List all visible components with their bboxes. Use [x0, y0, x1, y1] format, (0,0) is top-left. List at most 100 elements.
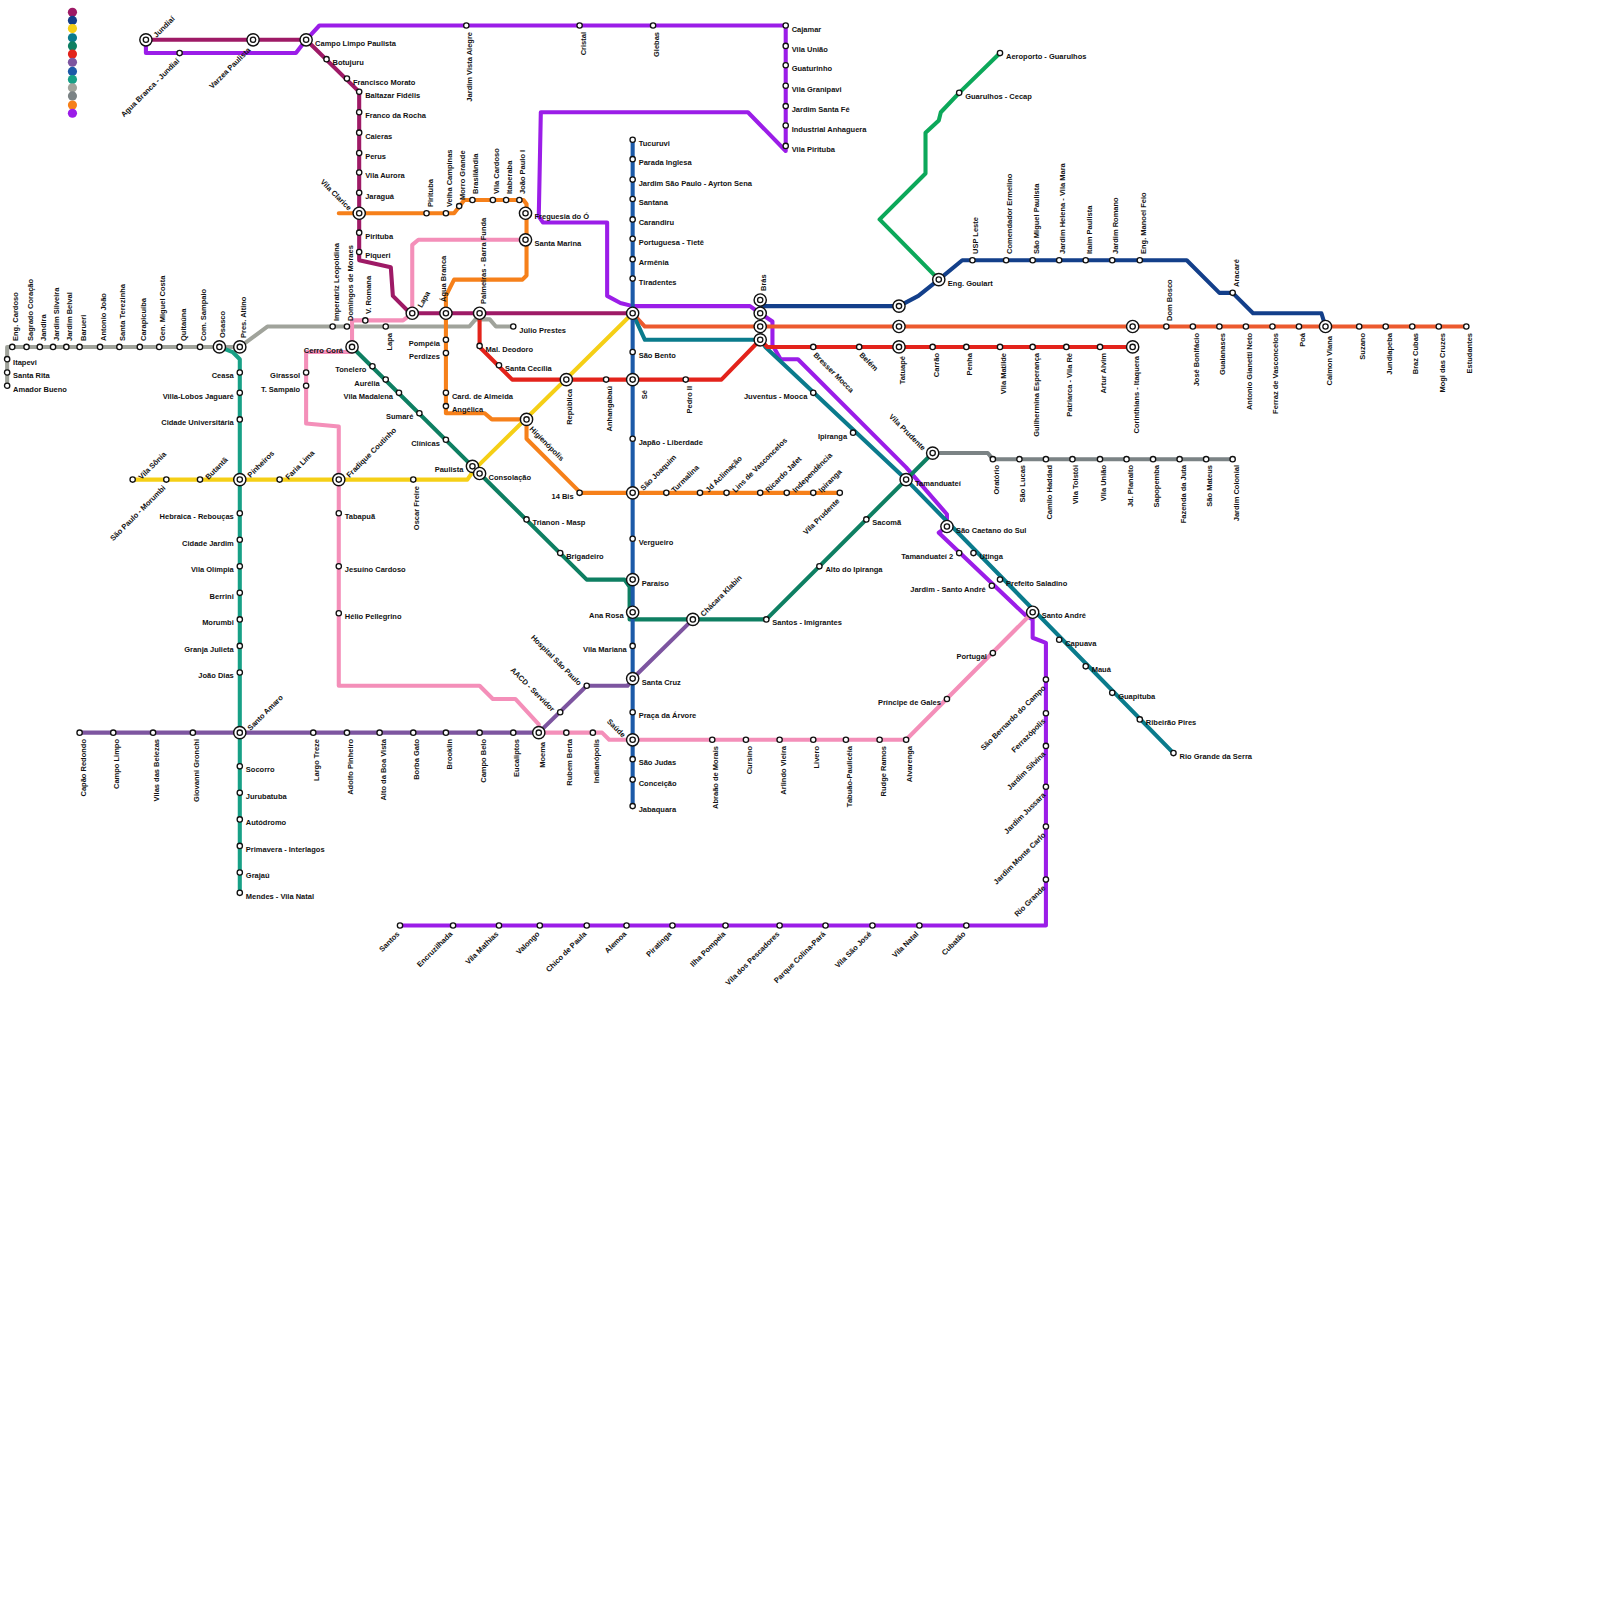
- station-marker: [630, 137, 635, 142]
- station-marker: [944, 524, 949, 529]
- station-marker: [111, 730, 116, 735]
- station-marker: [357, 211, 362, 216]
- station-marker: [237, 511, 242, 516]
- station-marker: [783, 63, 788, 68]
- station-marker: [496, 363, 501, 368]
- station-marker: [877, 737, 882, 742]
- station-marker: [344, 324, 349, 329]
- station-marker: [357, 190, 362, 195]
- station-marker: [503, 197, 508, 202]
- station-name: Higienópolis: [532, 425, 565, 458]
- station-marker: [896, 344, 901, 349]
- station-marker: [477, 343, 482, 348]
- station-marker: [357, 150, 362, 155]
- station-marker: [50, 344, 55, 349]
- station-marker: [710, 737, 715, 742]
- station-marker: [137, 344, 142, 349]
- station-marker: [336, 611, 341, 616]
- interchange-marker: [933, 273, 945, 285]
- station-name: Ipiranga: [817, 467, 839, 489]
- station-marker: [630, 536, 635, 541]
- interchange-marker: [300, 34, 312, 46]
- station-marker: [944, 696, 949, 701]
- station-marker: [237, 390, 242, 395]
- station-marker: [1017, 457, 1022, 462]
- interchange-marker: [333, 473, 345, 485]
- station-marker: [903, 477, 908, 482]
- station-marker: [237, 817, 242, 822]
- interchange-marker: [406, 307, 418, 319]
- station-marker: [758, 297, 763, 302]
- station-marker: [37, 344, 42, 349]
- station-marker: [997, 577, 1002, 582]
- station-marker: [1043, 824, 1048, 829]
- station-marker: [117, 344, 122, 349]
- station-marker: [758, 311, 763, 316]
- station-name: Vila Prudente: [801, 496, 836, 531]
- station-marker: [630, 737, 635, 742]
- station-marker: [1203, 457, 1208, 462]
- station-marker: [783, 23, 788, 28]
- station-marker: [237, 344, 242, 349]
- station-name: Jundiaí: [152, 14, 172, 34]
- line-color-dot: [68, 16, 77, 25]
- station-marker: [1124, 457, 1129, 462]
- station-marker: [64, 344, 69, 349]
- station-marker: [357, 110, 362, 115]
- station-marker: [237, 537, 242, 542]
- station-marker: [237, 477, 242, 482]
- station-marker: [1043, 784, 1048, 789]
- station-marker: [1043, 877, 1048, 882]
- station-marker: [584, 923, 589, 928]
- station-marker: [450, 923, 455, 928]
- station-marker: [777, 923, 782, 928]
- line-color-dot: [68, 91, 77, 100]
- station-marker: [857, 344, 862, 349]
- station-marker: [558, 710, 563, 715]
- station-marker: [989, 583, 994, 588]
- station-marker: [1137, 258, 1142, 263]
- station-marker: [758, 324, 763, 329]
- interchange-marker: [627, 672, 639, 684]
- station-marker: [4, 357, 9, 362]
- interchange-marker: [533, 727, 545, 739]
- station-marker: [443, 390, 448, 395]
- station-name: Jd Aclimação: [704, 454, 739, 489]
- station-marker: [957, 90, 962, 95]
- station-marker: [1296, 324, 1301, 329]
- station-name: Santo Amaro: [245, 693, 279, 727]
- station-marker: [536, 730, 541, 735]
- station-marker: [630, 757, 635, 762]
- metro-line: [631, 140, 635, 806]
- station-marker: [564, 377, 569, 382]
- metro-line: [339, 200, 840, 493]
- station-marker: [383, 377, 388, 382]
- station-marker: [524, 517, 529, 522]
- station-marker: [558, 550, 563, 555]
- station-marker: [758, 490, 763, 495]
- station-marker: [1043, 677, 1048, 682]
- station-marker: [964, 923, 969, 928]
- interchange-marker: [754, 307, 766, 319]
- interchange-marker: [627, 573, 639, 585]
- interchange-marker: [346, 341, 358, 353]
- interchange-marker: [941, 520, 953, 532]
- station-marker: [357, 249, 362, 254]
- station-marker: [324, 57, 329, 62]
- metro-line: [880, 53, 1000, 280]
- interchange-marker: [353, 207, 365, 219]
- station-name: Saúde: [610, 717, 627, 734]
- station-marker: [237, 764, 242, 769]
- station-marker: [564, 730, 569, 735]
- station-marker: [277, 477, 282, 482]
- station-marker: [630, 643, 635, 648]
- station-marker: [817, 564, 822, 569]
- station-marker: [743, 737, 748, 742]
- station-marker: [1064, 344, 1069, 349]
- station-marker: [1357, 324, 1362, 329]
- station-marker: [630, 349, 635, 354]
- station-name: Ferrazópolis: [1009, 717, 1042, 750]
- station-marker: [1383, 324, 1388, 329]
- station-marker: [630, 157, 635, 162]
- station-marker: [443, 437, 448, 442]
